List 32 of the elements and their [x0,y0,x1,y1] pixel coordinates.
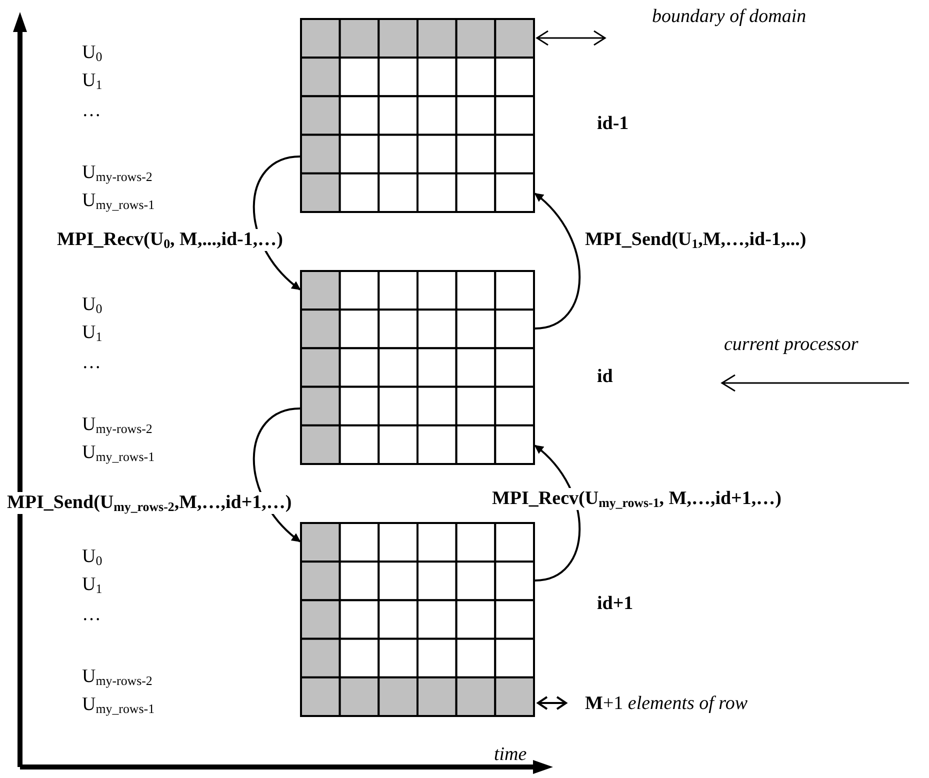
row-label: U$_{my-rows-2}$ [82,162,152,184]
grid-block [300,18,533,211]
row-label: … [82,604,101,626]
curved-arrow [534,444,581,582]
axis-label: time [494,744,527,766]
processor-label: id+1 [597,593,634,615]
row-label: U$_{0}$ [82,42,102,64]
row-label: U$_{0}$ [82,294,102,316]
row-label: U$_{1}$ [82,70,102,92]
annotation-text: M+1 elements of row [585,693,748,715]
row-label: U$_{my_rows-1}$ [82,442,155,464]
grid-block [300,522,533,715]
curved-arrow [252,155,301,290]
annotation-text: current processor [724,334,858,356]
grid-block [300,270,533,463]
row-label: U$_{1}$ [82,574,102,596]
annotation-text: boundary of domain [652,6,806,28]
processor-label: id [597,366,613,388]
row-label: U$_{0}$ [82,546,102,568]
row-label: U$_{my-rows-2}$ [82,666,152,688]
row-label: U$_{my_rows-1}$ [82,190,155,212]
edge-label: MPI_Send(U$_{my_rows-2}$,M,…,id+1,…) [5,492,294,514]
curved-arrow [534,192,581,330]
edge-label: MPI_Recv(U$_{0}$, M,...,id-1,…) [55,229,285,251]
row-label: U$_{my_rows-1}$ [82,694,155,716]
processor-label: id-1 [597,113,629,135]
row-label: … [82,100,101,122]
row-label: … [82,352,101,374]
row-label: U$_{1}$ [82,322,102,344]
row-label: U$_{my-rows-2}$ [82,414,152,436]
edge-label: MPI_Send(U$_{1}$,M,…,id-1,...) [583,229,808,251]
edge-label: MPI_Recv(U$_{my_rows-1}$, M,…,id+1,…) [490,488,784,510]
